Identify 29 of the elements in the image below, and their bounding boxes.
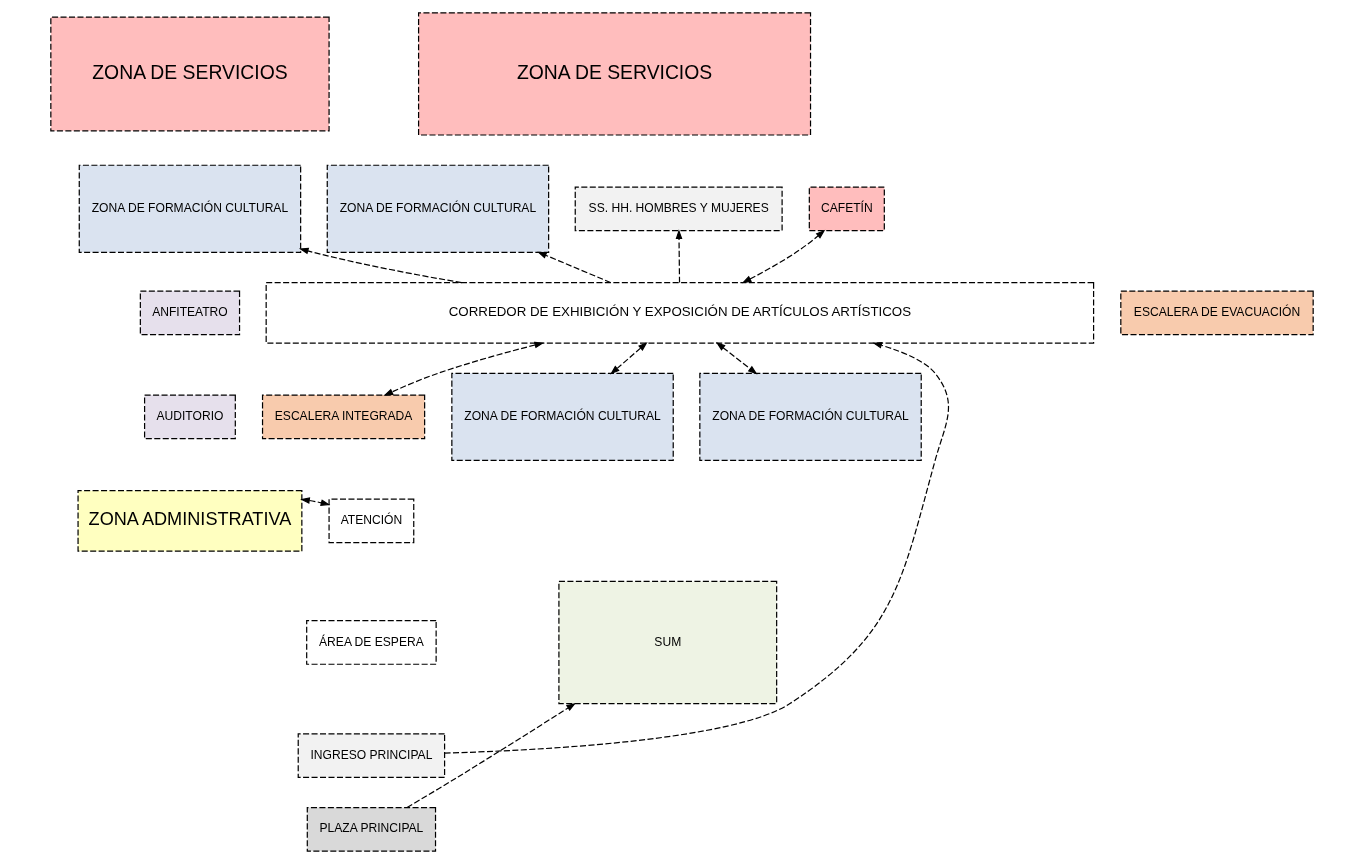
arrow: [536, 251, 611, 284]
node-box: ZONA DE FORMACIÓN CULTURAL: [450, 372, 674, 462]
node-box: ATENCIÓN: [327, 498, 414, 544]
node-box: PLAZA PRINCIPAL: [306, 807, 436, 852]
node-box: ZONA DE FORMACIÓN CULTURAL: [698, 372, 922, 462]
node-box: ZONA DE FORMACIÓN CULTURAL: [78, 164, 301, 253]
node-box: ESCALERA INTEGRADA: [261, 394, 425, 440]
node-box: SS. HH. HOMBRES Y MUJERES: [574, 186, 783, 232]
arrow: [715, 342, 757, 375]
node-box: ÁREA DE ESPERA: [305, 620, 437, 665]
node-box: ESCALERA DE EVACUACIÓN: [1119, 290, 1314, 336]
arrow: [609, 341, 648, 375]
arrow: [299, 497, 330, 506]
node-box: CAFETÍN: [808, 186, 885, 232]
arrow: [298, 247, 462, 284]
arrow: [443, 342, 949, 754]
node-box: CORREDOR DE EXHIBICIÓN Y EXPOSICIÓN DE ARTÍCULOS ARTÍSTICOS: [265, 282, 1094, 344]
arrow: [383, 341, 544, 396]
node-box: SUM: [557, 580, 777, 705]
node-box: AUDITORIO: [143, 394, 236, 440]
node-box: ANFITEATRO: [139, 290, 240, 336]
node-box: ZONA DE FORMACIÓN CULTURAL: [326, 164, 549, 253]
arrow: [405, 702, 576, 809]
arrow: [741, 229, 825, 284]
arrow: [675, 229, 682, 284]
node-box: ZONA DE SERVICIOS: [49, 16, 330, 132]
node-box: ZONA ADMINISTRATIVA: [76, 490, 302, 552]
node-box: ZONA DE SERVICIOS: [417, 12, 811, 136]
node-box: INGRESO PRINCIPAL: [297, 733, 445, 778]
